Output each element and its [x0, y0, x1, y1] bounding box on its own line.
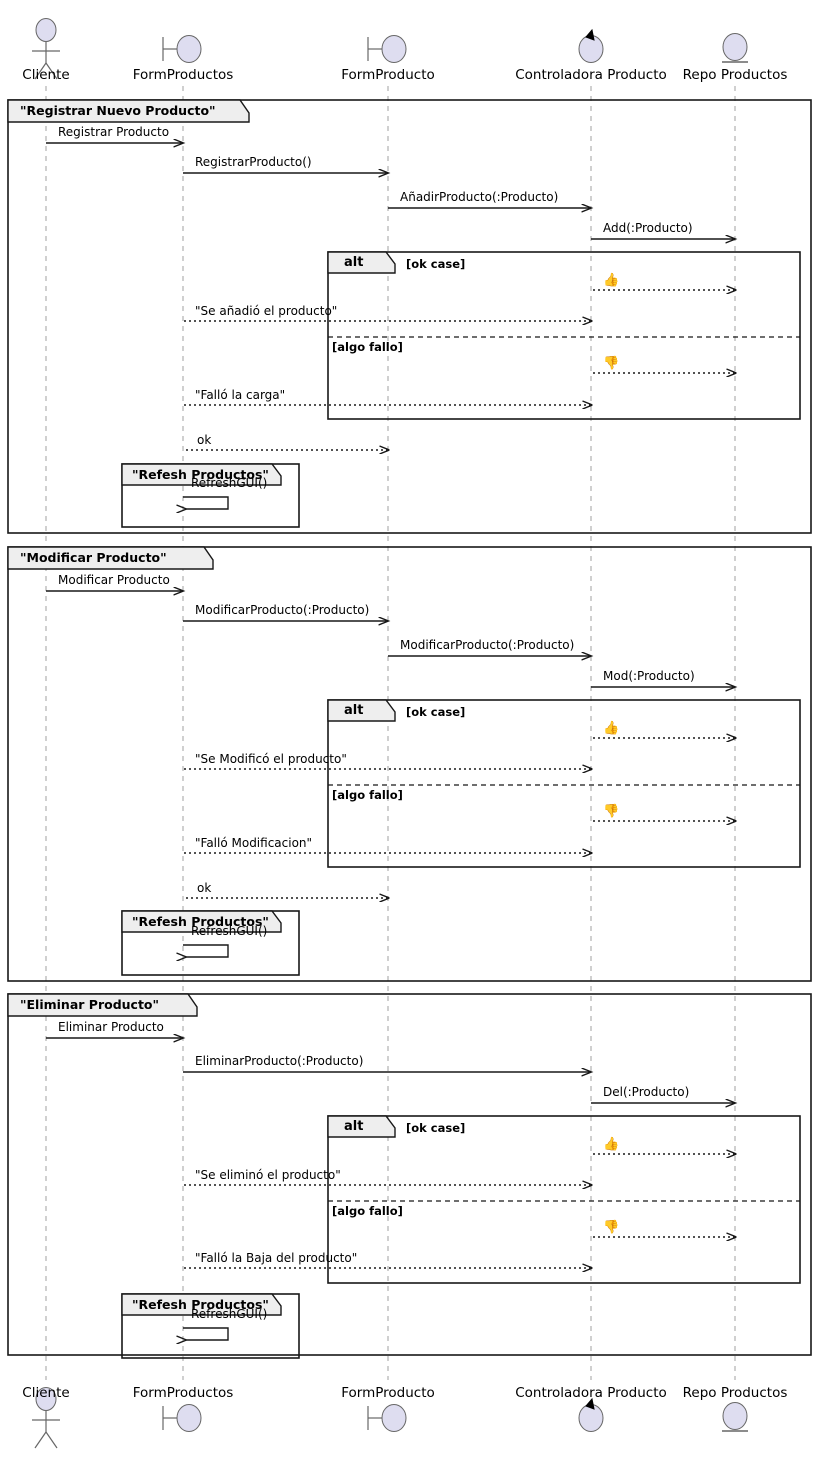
refresh-fragment-1-header-tab	[121, 910, 282, 933]
message-label-0-3: Add(:Producto)	[603, 221, 693, 235]
group-fragment-1-header-tab	[7, 546, 214, 570]
group-title-0: "Registrar Nuevo Producto"	[20, 103, 216, 118]
alt-message-label-2-0-1: "Se eliminó el producto"	[195, 1168, 341, 1182]
message-label-1-0: Modificar Producto	[58, 573, 170, 587]
alt-fragment-2-border	[327, 1115, 801, 1284]
control-icon-bottom-3	[578, 1397, 604, 1432]
message-label-0-2: AñadirProducto(:Producto)	[400, 190, 559, 204]
alt-guard-ok-1: [ok case]	[406, 705, 466, 719]
alt-message-label-1-0-1: "Se Modificó el producto"	[195, 752, 347, 766]
alt-message-label-2-1-1: "Falló la Baja del producto"	[195, 1251, 358, 1265]
message-label-2-1: EliminarProducto(:Producto)	[195, 1054, 364, 1068]
actor-stick-figure-icon-bottom-0	[32, 1387, 60, 1449]
status-emoji-1-0: 👍	[603, 721, 620, 736]
alt-guard-fail-0: [algo fallo]	[332, 340, 403, 354]
refresh-fragment-0-header-tab	[121, 463, 282, 486]
participant-name-bottom-0: Cliente	[22, 1385, 70, 1401]
actor-stick-figure-icon-top-0	[32, 18, 60, 80]
refresh-title-2: "Refesh Productos"	[132, 1297, 269, 1312]
group-fragment-2-header-tab	[7, 993, 198, 1017]
participant-name-top-1: FormProductos	[132, 67, 234, 83]
return-label-0-0: ok	[197, 433, 212, 447]
participant-name-bottom-3: Controladora Producto	[515, 1385, 667, 1401]
self-call-label-0: RefreshGUI()	[191, 476, 268, 490]
alt-keyword-2: alt	[344, 1119, 364, 1134]
self-call-arrow-2	[183, 1327, 229, 1340]
group-title-1: "Modificar Producto"	[20, 550, 167, 565]
status-emoji-0-1: 👎	[603, 356, 620, 371]
boundary-icon-bottom-1	[162, 1404, 202, 1432]
message-label-0-0: Registrar Producto	[58, 125, 170, 139]
participant-name-top-3: Controladora Producto	[515, 67, 667, 83]
self-call-arrow-0	[183, 496, 229, 509]
alt-fragment-1-border	[327, 699, 801, 868]
participant-name-bottom-2: FormProducto	[341, 1385, 435, 1401]
status-emoji-2-0: 👍	[603, 1137, 620, 1152]
alt-guard-fail-1: [algo fallo]	[332, 788, 403, 802]
group-fragment-0-header-tab	[7, 99, 250, 123]
group-title-2: "Eliminar Producto"	[20, 997, 160, 1012]
alt-message-label-0-0-1: "Se añadió el producto"	[195, 304, 338, 318]
control-icon-top-3	[578, 28, 604, 63]
entity-icon-top-4	[722, 33, 748, 63]
group-fragment-0-border	[7, 99, 812, 534]
group-fragment-2-border	[7, 993, 812, 1356]
alt-message-label-0-1-1: "Falló la carga"	[195, 388, 286, 402]
message-label-0-1: RegistrarProducto()	[195, 155, 312, 169]
participant-name-bottom-4: Repo Productos	[682, 1385, 788, 1401]
boundary-icon-bottom-2	[367, 1404, 407, 1432]
alt-keyword-0: alt	[344, 255, 364, 270]
participant-name-top-2: FormProducto	[341, 67, 435, 83]
alt-keyword-1: alt	[344, 703, 364, 718]
boundary-icon-top-2	[367, 35, 407, 63]
alt-fragment-0-border	[327, 251, 801, 420]
refresh-fragment-2-header-tab	[121, 1293, 282, 1316]
message-label-1-1: ModificarProducto(:Producto)	[195, 603, 370, 617]
message-label-2-2: Del(:Producto)	[603, 1085, 690, 1099]
self-call-label-1: RefreshGUI()	[191, 924, 268, 938]
message-label-1-2: ModificarProducto(:Producto)	[400, 638, 575, 652]
refresh-title-1: "Refesh Productos"	[132, 914, 269, 929]
alt-fragment-0-header-tab	[327, 251, 396, 274]
participant-name-bottom-1: FormProductos	[132, 1385, 234, 1401]
self-call-label-2: RefreshGUI()	[191, 1307, 268, 1321]
alt-fragment-1-header-tab	[327, 699, 396, 722]
status-emoji-2-1: 👎	[603, 1220, 620, 1235]
alt-guard-ok-2: [ok case]	[406, 1121, 466, 1135]
status-emoji-1-1: 👎	[603, 804, 620, 819]
alt-guard-fail-2: [algo fallo]	[332, 1204, 403, 1218]
entity-icon-bottom-4	[722, 1402, 748, 1432]
alt-fragment-2-header-tab	[327, 1115, 396, 1138]
group-fragment-1-border	[7, 546, 812, 982]
message-label-1-3: Mod(:Producto)	[603, 669, 695, 683]
alt-message-label-1-1-1: "Falló Modificacion"	[195, 836, 313, 850]
refresh-title-0: "Refesh Productos"	[132, 467, 269, 482]
message-label-2-0: Eliminar Producto	[58, 1020, 164, 1034]
self-call-arrow-1	[183, 944, 229, 957]
participant-name-top-4: Repo Productos	[682, 67, 788, 83]
return-label-1-0: ok	[197, 881, 212, 895]
participant-name-top-0: Cliente	[22, 67, 70, 83]
boundary-icon-top-1	[162, 35, 202, 63]
status-emoji-0-0: 👍	[603, 273, 620, 288]
alt-guard-ok-0: [ok case]	[406, 257, 466, 271]
